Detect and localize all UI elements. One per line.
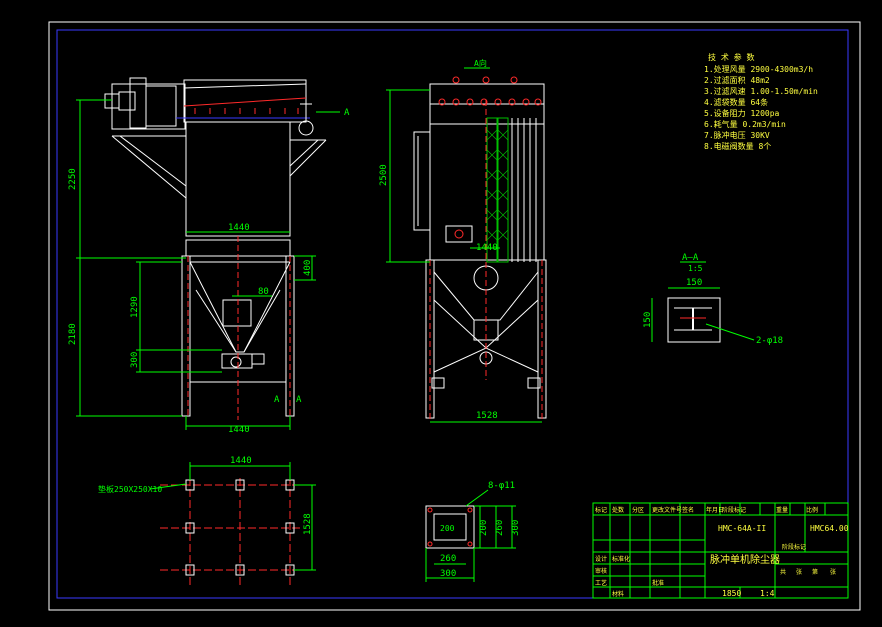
foundation-plate-label: 垫板250X250X10 — [98, 484, 162, 494]
tb-row-5: 批准 — [652, 579, 664, 587]
anchor-dim-left: 200 — [440, 524, 455, 533]
spec-7: 7.脉冲电压 30KV — [704, 130, 770, 140]
dim-400: 400 — [303, 260, 313, 276]
section-aa-scale: 1:5 — [688, 264, 703, 273]
tb-name: 脉冲单机除尘器 — [710, 553, 780, 566]
tb-header-7: 阶段标记 — [722, 506, 746, 514]
spec-8: 8.电磁阀数量 8个 — [704, 141, 771, 151]
spec-2: 2.过滤面积 48m2 — [704, 75, 770, 85]
foundation-depth: 1528 — [303, 513, 313, 535]
inner-frame — [56, 29, 849, 599]
outer-frame — [48, 21, 861, 611]
dim-2250: 2250 — [68, 168, 78, 190]
anchor-detail — [425, 489, 516, 582]
tb-header-2: 处数 — [612, 506, 624, 514]
spec-4: 4.滤袋数量 64条 — [704, 97, 768, 107]
tb-model: HMC-64A-II — [718, 524, 766, 533]
tb-header-1: 标记 — [595, 506, 607, 514]
spec-1: 1.处理风量 2900-4300m3/h — [704, 64, 813, 74]
section-aa: A—A 1:5 150 150 2-φ18 — [643, 253, 783, 346]
tb-row-1: 设计 — [595, 555, 607, 563]
spec-3: 3.过滤风速 1.00-1.50m/min — [704, 86, 818, 96]
section-mark-a-bl: A — [274, 395, 280, 405]
tb-drawing-no: HMC64.00 — [810, 524, 849, 533]
title-block — [592, 502, 849, 599]
tb-header-3: 分区 — [632, 506, 644, 514]
section-aa-dim-left: 150 — [643, 312, 653, 328]
front-view-dimensions — [76, 99, 340, 430]
tb-header-6: 年月日 — [706, 506, 724, 514]
section-aa-dim-top: 150 — [686, 278, 702, 288]
anchor-dim-mid: 260 — [495, 520, 505, 536]
tb-row-4: 工艺 — [595, 579, 607, 587]
tb-row-3: 审核 — [595, 567, 607, 575]
tb-sheet-2: 张 — [796, 568, 802, 576]
tb-sheet-4: 张 — [830, 568, 836, 576]
side-view-mark: A向 — [474, 58, 487, 68]
tb-stage: 阶段标记 — [782, 543, 806, 551]
tb-scale: 1:4 — [760, 589, 775, 598]
section-mark-a-br: A — [296, 395, 302, 405]
section-mark-a-top: A — [344, 108, 350, 118]
tb-material: 材料 — [612, 590, 624, 598]
anchor-dim-outer: 300 — [511, 520, 521, 536]
dim-2500: 2500 — [379, 164, 389, 186]
tb-header-4: 更改文件号 — [652, 506, 682, 514]
section-aa-hole: 2-φ18 — [756, 336, 783, 346]
tb-row-2: 标准化 — [612, 555, 630, 563]
foundation-plan — [149, 462, 316, 588]
spec-6: 6.耗气量 0.2m3/min — [704, 119, 786, 129]
tb-sheet-1: 共 — [780, 568, 786, 576]
dim-1528-side: 1528 — [476, 411, 498, 421]
tb-header-5: 签名 — [682, 506, 694, 514]
anchor-dim-bottom-outer: 300 — [440, 569, 456, 579]
dim-2180: 2180 — [68, 323, 78, 345]
tb-weight: 1850 — [722, 589, 741, 598]
anchor-hole-label: 8-φ11 — [488, 481, 515, 491]
tb-header-9: 比例 — [806, 506, 818, 514]
foundation-width: 1440 — [230, 456, 252, 466]
tech-specs: 技 术 参 数 1.处理风量 2900-4300m3/h 2.过滤面积 48m2… — [704, 52, 818, 151]
dim-1440-top: 1440 — [228, 223, 250, 233]
spec-5: 5.设备阻力 1200pa — [704, 108, 780, 118]
front-view — [104, 77, 327, 420]
anchor-dim-bottom-inner: 260 — [440, 554, 456, 564]
dim-1440-base: 1440 — [228, 425, 250, 435]
specs-title: 技 术 参 数 — [708, 52, 754, 62]
dim-1290: 1290 — [130, 296, 140, 318]
dim-300-outlet: 300 — [130, 352, 140, 368]
tb-header-8: 重量 — [776, 506, 788, 514]
anchor-dim-inner: 200 — [479, 520, 489, 536]
side-view-dimensions — [386, 67, 542, 423]
tb-sheet-3: 第 — [812, 568, 818, 576]
side-view — [413, 76, 547, 420]
section-aa-title: A—A — [682, 253, 699, 263]
dim-80: 80 — [258, 287, 269, 297]
dim-1440-side: 1440 — [476, 243, 498, 253]
